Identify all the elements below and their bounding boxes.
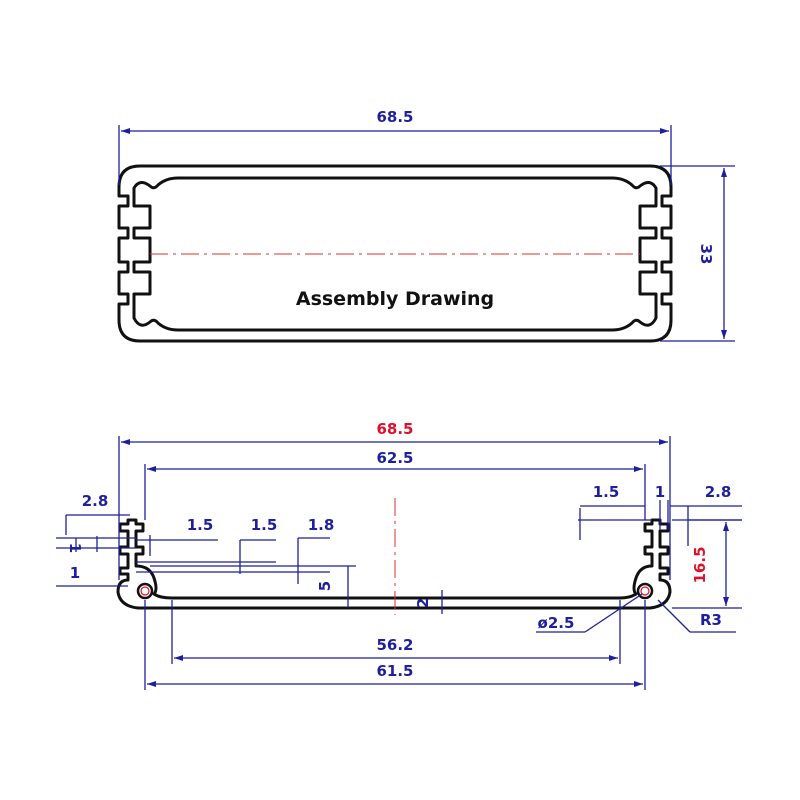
corner-radius-leader (657, 599, 691, 633)
right-hole-highlight (640, 586, 650, 596)
left-fin-thickness-label-1: 1 (66, 543, 84, 553)
top-height-label: 33 (697, 244, 715, 265)
corner-radius-label: R3 (700, 611, 722, 629)
drawing-title: Assembly Drawing (296, 288, 494, 310)
inner-bottom-width-label: 56.2 (376, 636, 413, 654)
inner-top-width-label: 62.5 (376, 449, 413, 467)
fin-gap-3-label: 1.8 (308, 516, 335, 534)
fin-gap-1-label: 1.5 (187, 516, 214, 534)
hole-diameter-label: ø2.5 (538, 614, 575, 632)
right-screw-hole (636, 582, 654, 600)
left-fin-thickness-label-2: 1 (70, 564, 80, 582)
section-half-profile (116, 518, 672, 610)
overall-width-label: 68.5 (376, 420, 413, 438)
base-thickness-label: 2 (414, 598, 432, 608)
fin-gap-2-label: 1.5 (251, 516, 278, 534)
top-width-label: 68.5 (376, 108, 413, 126)
top-view-outer-profile (117, 164, 673, 343)
top-view-inner-cavity (132, 176, 658, 332)
right-fin-width-label: 2.8 (705, 483, 732, 501)
right-fin-gap-label: 1.5 (593, 483, 620, 501)
hole-diameter-leader (584, 593, 643, 633)
top-view: Assembly Drawing 68.5 33 (117, 108, 735, 343)
left-screw-hole (136, 582, 154, 600)
left-fin-width-label: 2.8 (82, 492, 109, 510)
slot-height-label: 5 (316, 581, 334, 591)
right-fin-tip-label: 1 (655, 483, 665, 501)
half-height-label: 16.5 (691, 546, 709, 583)
left-hole-highlight (140, 586, 150, 596)
outer-bottom-width-label: 61.5 (376, 662, 413, 680)
section-view: 68.5 62.5 56.2 61.5 2.8 1 1 1.5 (56, 420, 742, 690)
